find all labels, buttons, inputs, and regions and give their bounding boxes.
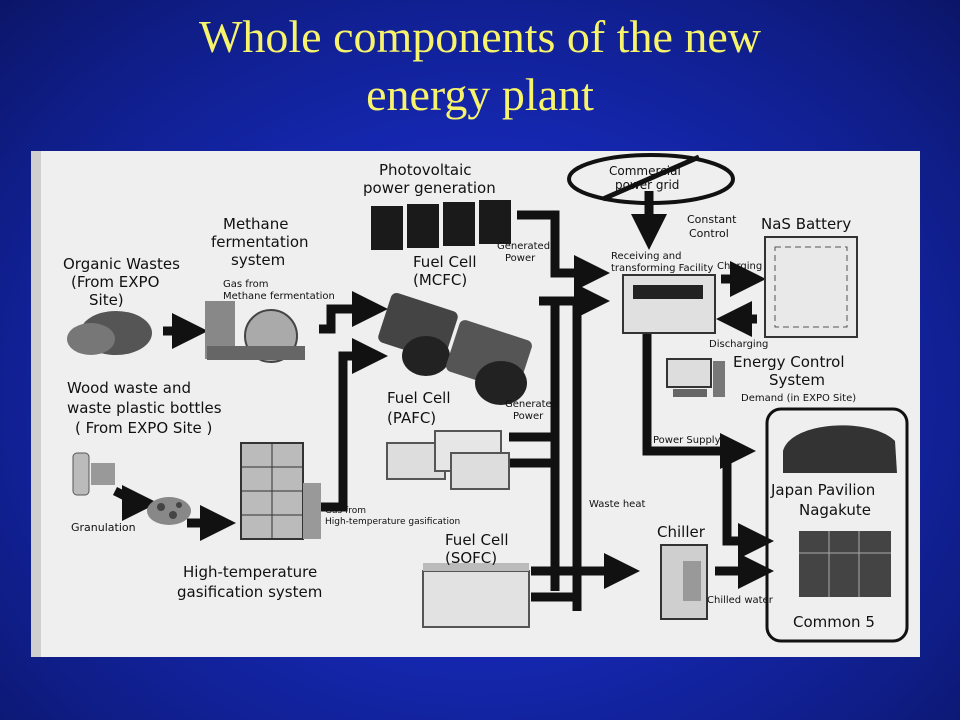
label-gas-methane-1: Gas from (223, 279, 269, 290)
label-constant-control-2: Control (689, 227, 729, 240)
label-receiving-2: transforming Facility (611, 263, 713, 274)
arrow-pv-to-receiving (517, 210, 610, 291)
mcfc-units (378, 293, 532, 405)
nas-battery-unit (764, 236, 858, 338)
label-gen-power-1b: Power (505, 253, 536, 264)
label-gas-high-1: Gas from (325, 506, 366, 516)
label-energy-control-1: Energy Control (733, 353, 845, 371)
arrow-to-common5 (722, 451, 774, 559)
energy-plant-diagram: Photovoltaic power generation Commercial… (31, 151, 920, 657)
label-charging: Charging (717, 261, 762, 272)
diagram-labels: Photovoltaic power generation Commercial… (63, 161, 875, 631)
label-chiller: Chiller (657, 523, 706, 541)
diagram-canvas: Photovoltaic power generation Commercial… (31, 151, 920, 657)
label-japan-pavilion-2: Nagakute (799, 501, 871, 519)
label-wood-2: waste plastic bottles (67, 399, 222, 417)
label-photovoltaic-1: Photovoltaic (379, 161, 472, 179)
demand-box (765, 407, 909, 643)
label-methane-2: fermentation (211, 233, 309, 251)
label-gen-power-2b: Power (513, 411, 544, 422)
label-energy-control-2: System (769, 371, 825, 389)
arrow-power-supply (642, 331, 756, 469)
label-receiving-1: Receiving and (611, 251, 681, 262)
label-waste-heat: Waste heat (589, 499, 645, 510)
pafc-units (386, 430, 510, 490)
receiving-facility (622, 274, 716, 334)
label-high-temp-1: High-temperature (183, 563, 317, 581)
arrow-bottles-to-granulation (112, 485, 158, 521)
title-line-1: Whole components of the new (198, 11, 762, 62)
left-edge-shade (31, 151, 41, 657)
energy-control-computer (666, 358, 725, 397)
label-common5: Common 5 (793, 613, 875, 631)
methane-equipment (205, 301, 305, 363)
label-gen-power-1a: Generated (497, 241, 550, 252)
plastic-bottles (72, 452, 115, 496)
title-line-2: energy plant (366, 69, 594, 120)
label-wood-1: Wood waste and (67, 379, 191, 397)
label-chilled-water: Chilled water (707, 595, 774, 606)
label-wood-3: ( From EXPO Site ) (75, 419, 212, 437)
label-discharging: Discharging (709, 339, 768, 350)
label-sofc-2: (SOFC) (445, 549, 497, 567)
label-pafc-2: (PAFC) (387, 409, 436, 427)
arrow-gasification-to-mcfc (321, 338, 388, 512)
label-mcfc-2: (MCFC) (413, 271, 467, 289)
label-organic-3: Site) (89, 291, 124, 309)
label-demand: Demand (in EXPO Site) (741, 393, 856, 404)
chiller-unit (660, 544, 708, 620)
label-power-supply: Power Supply (653, 435, 721, 446)
label-grid-1: Commercial (609, 164, 681, 178)
label-constant-control-1: Constant (687, 213, 737, 226)
slide-title: Whole components of the new energy plant (0, 8, 960, 124)
gasification-plant (240, 442, 321, 540)
common5-building (799, 531, 891, 597)
sofc-unit (422, 563, 530, 628)
japan-pavilion-shape (783, 425, 897, 473)
label-nas-battery: NaS Battery (761, 215, 851, 233)
label-granulation: Granulation (71, 521, 136, 534)
arrow-methane-to-mcfc (319, 291, 388, 334)
granulation-pile (147, 497, 191, 525)
label-japan-pavilion-1: Japan Pavilion (770, 481, 875, 499)
label-grid-2: power grid (615, 178, 679, 192)
label-gas-high-2: High-temperature gasification (325, 517, 460, 527)
label-methane-1: Methane (223, 215, 289, 233)
organic-waste-bags (67, 311, 152, 355)
label-photovoltaic-2: power generation (363, 179, 496, 197)
label-methane-3: system (231, 251, 285, 269)
label-gas-methane-2: Methane fermentation (223, 291, 335, 302)
photovoltaic-panels (371, 200, 511, 250)
label-pafc-1: Fuel Cell (387, 389, 451, 407)
label-gen-power-2a: Generated (505, 399, 558, 410)
label-mcfc-1: Fuel Cell (413, 253, 477, 271)
label-sofc-1: Fuel Cell (445, 531, 509, 549)
commercial-grid-crossed (567, 153, 735, 205)
label-organic-2: (From EXPO (71, 273, 159, 291)
flow-lines (112, 191, 774, 611)
label-high-temp-2: gasification system (177, 583, 322, 601)
label-organic-1: Organic Wastes (63, 255, 180, 273)
